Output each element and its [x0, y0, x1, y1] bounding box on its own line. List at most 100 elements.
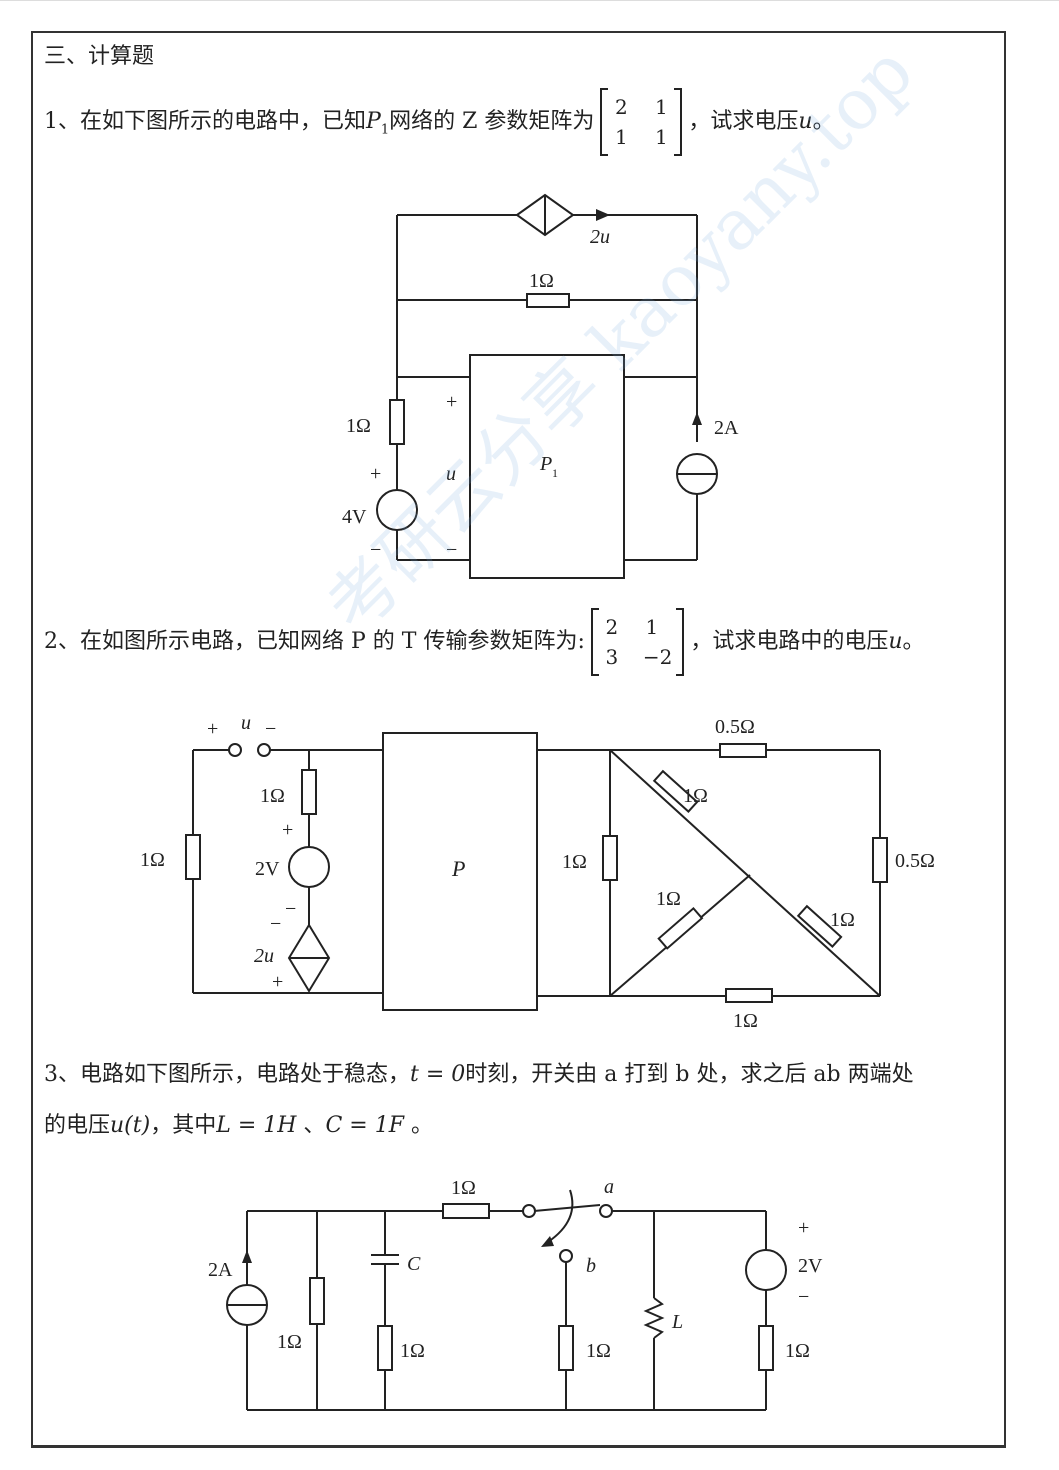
q1-m00: 2	[615, 95, 628, 119]
c2-r-series	[301, 769, 317, 815]
q3-line1-suffix: 时刻，开关由 a 打到 b 处，求之后 ab 两端处	[465, 1062, 914, 1087]
c2-r-diag1	[652, 769, 699, 814]
q1-prefix: 1、在如下图所示的电路中，已知	[44, 109, 366, 134]
c2-vsrc-label: 2V	[255, 858, 280, 880]
c3-node-b	[559, 1249, 573, 1263]
c2-r-diag1-label: 1Ω	[683, 785, 708, 807]
q3-t-eq: t = 0	[410, 1062, 466, 1087]
c1-r-left-label: 1Ω	[346, 415, 371, 437]
c2-r-left-label: 1Ω	[140, 849, 165, 871]
c3-vsrc-minus: −	[798, 1286, 809, 1308]
q1-suffix: ，试求电压	[688, 109, 799, 134]
c2-r-left	[185, 834, 201, 880]
question-1-text: 1、在如下图所示的电路中，已知P 1 网络的 Z 参数矩阵为 2 1 1 1 ，试求电压…	[44, 88, 835, 156]
c2-dep-plus: +	[272, 971, 283, 993]
c3-vsrc-label: 2V	[798, 1255, 823, 1277]
c2-term-minus	[257, 743, 271, 757]
c2-r-mid	[602, 835, 618, 881]
c1-vsrc-label: 4V	[342, 506, 367, 528]
q1-m01: 1	[655, 95, 668, 119]
q1-m11: 1	[655, 125, 668, 149]
c2-r-mid-label: 1Ω	[562, 851, 587, 873]
q2-end: 。	[902, 629, 925, 654]
c3-r1-label: 1Ω	[277, 1331, 302, 1353]
c2-r-diag2-label: 1Ω	[656, 888, 681, 910]
c1-r-top	[526, 293, 570, 308]
c1-vsrc-plus: +	[370, 463, 381, 485]
q3-l-eq: L = 1H	[216, 1113, 297, 1138]
c2-minus: −	[265, 718, 276, 740]
q1-matrix: 2 1 1 1	[600, 88, 683, 156]
q2-m11: −2	[642, 645, 673, 669]
section-title: 三、计算题	[44, 44, 155, 69]
question-2-text: 2、在如图所示电路，已知网络 P 的 T 传输参数矩阵为: 2 1 3 −2 ，试求…	[44, 608, 925, 676]
c3-node-a	[599, 1204, 613, 1218]
c1-dep-label: 2u	[590, 226, 610, 248]
q2-prefix: 2、在如图所示电路，已知网络 P 的 T 传输参数矩阵为:	[44, 629, 585, 654]
c2-vsrc-plus: +	[282, 819, 293, 841]
q2-m01: 1	[645, 615, 659, 639]
c1-r-top-label: 1Ω	[529, 270, 554, 292]
c2-r-bottom-label: 1Ω	[733, 1010, 758, 1032]
q2-m00: 2	[605, 615, 619, 639]
c2-r-right	[872, 837, 888, 883]
c1-block-sub: 1	[552, 466, 558, 480]
c3-node-b-label: b	[586, 1255, 596, 1277]
c2-r-right-label: 0.5Ω	[895, 850, 935, 872]
top-rule	[0, 0, 1059, 1]
q3-line2-prefix: 的电压	[44, 1113, 111, 1138]
c3-cap-label: C	[407, 1253, 421, 1275]
c1-block	[469, 354, 625, 579]
q1-m10: 1	[615, 125, 628, 149]
q1-end: 。	[812, 109, 835, 134]
c3-switch-pivot	[522, 1204, 536, 1218]
c1-dep-source	[515, 193, 575, 237]
question-3-line-2: 的电压u(t)，其中L = 1H 、C = 1F 。	[44, 1107, 433, 1139]
c3-r-top	[442, 1203, 490, 1219]
c3-r1	[309, 1277, 325, 1325]
c2-r-bottom	[725, 988, 773, 1003]
c2-vsrc	[288, 846, 330, 888]
q3-line2-mid: ，其中	[150, 1113, 217, 1138]
c2-block-label: P	[451, 856, 465, 881]
q2-matrix: 2 1 3 −2	[590, 608, 685, 676]
c3-isrc-label: 2A	[208, 1259, 233, 1281]
q2-suffix: ，试求电路中的电压	[690, 629, 889, 654]
page-frame	[31, 31, 1006, 1448]
c2-dep-minus: −	[270, 913, 281, 935]
c1-port-u: u	[446, 463, 456, 485]
c3-r3-label: 1Ω	[586, 1340, 611, 1362]
c1-port-minus: −	[446, 539, 457, 561]
c3-r4-label: 1Ω	[785, 1340, 810, 1362]
c2-plus: +	[207, 718, 218, 740]
q3-sep: 、	[296, 1113, 326, 1138]
circuit-1-diagram: 2u 1Ω 1Ω + u − P 1 + 4V − 2A	[342, 193, 739, 579]
q1-net: P	[366, 109, 381, 134]
q1-mid: 网络的 Z 参数矩阵为	[389, 109, 595, 134]
c3-r4	[758, 1325, 774, 1371]
q1-var: u	[798, 109, 813, 134]
c2-u-label: u	[241, 712, 251, 734]
c3-r2-label: 1Ω	[400, 1340, 425, 1362]
c2-dep-source	[287, 923, 331, 993]
c3-r2	[377, 1325, 393, 1371]
c2-r-diag2	[657, 906, 704, 950]
c1-isrc-label: 2A	[714, 417, 739, 439]
q3-line1-prefix: 3、电路如下图所示，电路处于稳态，	[44, 1062, 410, 1087]
c1-block-label: P	[539, 453, 552, 475]
c3-r3	[558, 1325, 574, 1371]
q2-var: u	[888, 629, 903, 654]
c1-vsrc-minus: −	[370, 539, 381, 561]
c3-ind	[643, 1297, 665, 1339]
q3-end: 。	[403, 1113, 433, 1138]
c2-block	[382, 732, 538, 1011]
c3-vsrc-plus: +	[798, 1217, 809, 1239]
c2-dep-label: 2u	[254, 945, 274, 967]
q2-m10: 3	[605, 645, 619, 669]
circuit-2-diagram: + u − 1Ω 1Ω + 2V − − 2u + P 0.5Ω 0.5Ω 1Ω…	[140, 712, 935, 1032]
c3-node-a-label: a	[604, 1176, 614, 1198]
c2-vsrc-minus: −	[285, 898, 296, 920]
c2-r-diag3	[796, 904, 843, 949]
c1-r-left	[389, 399, 405, 445]
c3-r-top-label: 1Ω	[451, 1177, 476, 1199]
